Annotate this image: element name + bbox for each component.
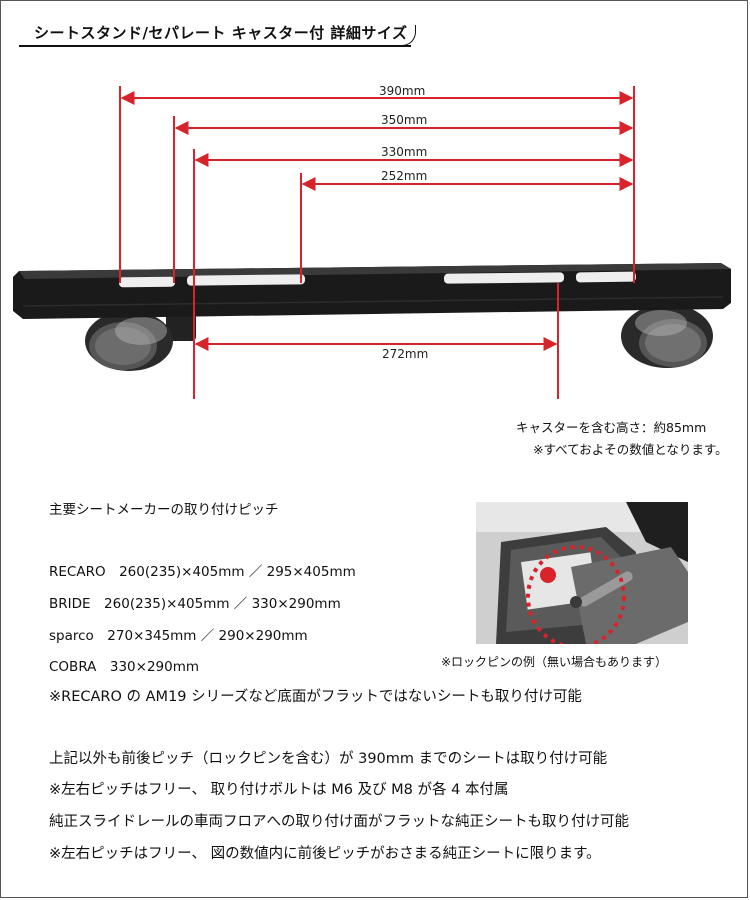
bottom-note-1: 上記以外も前後ピッチ（ロックピンを含む）が 390mm までのシートは取り付け可… [49,751,608,767]
caster-height-note: キャスターを含む高さ：約85mm [516,420,707,435]
dimension-label-350: 350mm [381,113,427,127]
dimension-label-252: 252mm [381,169,427,183]
lock-pin-photo [476,502,688,644]
bottom-note-3: 純正スライドレールの車両フロアへの取り付け面がフラットな純正シートも取り付け可能 [49,814,629,830]
pitch-row-sparco: sparco 270×345mm ／ 290×290mm [49,628,308,644]
dimension-lines [119,86,635,399]
pitch-row-recaro: RECARO 260(235)×405mm ／ 295×405mm [49,564,356,580]
pitch-row-bride: BRIDE 260(235)×405mm ／ 330×290mm [49,596,341,612]
photo-caption: ※ロックピンの例（無い場合もあります） [441,655,668,669]
approximate-values-note: ※すべておよその数値となります。 [533,442,728,457]
bottom-note-4: ※左右ピッチはフリー、 図の数値内に前後ピッチがおさまる純正シートに限ります。 [49,846,601,862]
bottom-note-2: ※左右ピッチはフリー、 取り付けボルトは M6 及び M8 が各 4 本付属 [49,782,509,798]
title-underline [19,45,411,47]
pitch-heading: 主要シートメーカーの取り付けピッチ [49,502,279,518]
dimension-label-272: 272mm [382,347,428,361]
dimension-label-390: 390mm [379,84,425,98]
page-title: シートスタンド/セパレート キャスター付 詳細サイズ [34,24,408,42]
pitch-row-cobra: COBRA 330×290mm [49,659,200,675]
am19-note: ※RECARO の AM19 シリーズなど底面がフラットではないシートも取り付け… [49,689,582,705]
dimension-diagram: 390mm 350mm 330mm 252mm 272mm [13,84,731,399]
dimension-label-330: 330mm [381,145,427,159]
stand-bar-image [13,263,731,371]
